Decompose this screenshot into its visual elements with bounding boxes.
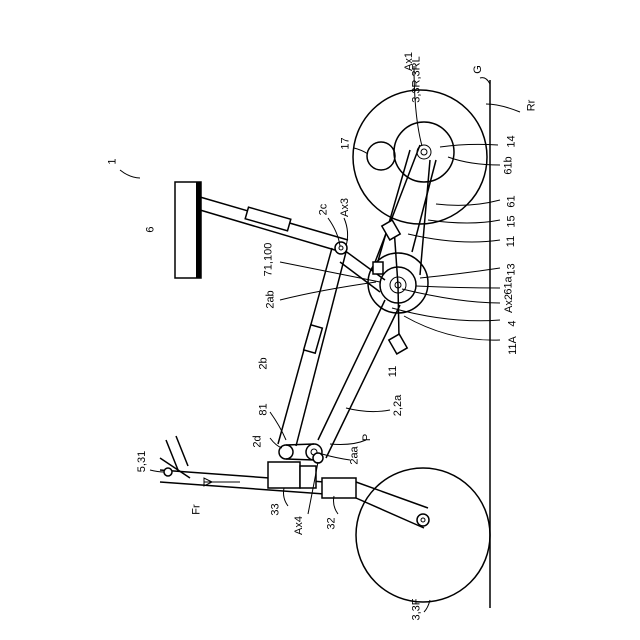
- label-2aa: 2aa: [350, 446, 361, 464]
- joint-ax4: [313, 453, 323, 463]
- label-11b: 11: [388, 366, 399, 377]
- label-3f: 3,3F: [412, 598, 423, 620]
- leader-61b: [448, 157, 500, 165]
- front-wheel: [356, 468, 490, 602]
- label-2d: 2d: [253, 435, 264, 447]
- label-61a: 61a: [504, 276, 515, 294]
- joint-2d: [279, 445, 293, 459]
- label-ax1b: 3,3R,3RL: [412, 56, 423, 102]
- label-81: 81: [259, 403, 270, 415]
- label-15: 15: [507, 215, 518, 227]
- label-33: 33: [271, 503, 282, 515]
- label-13: 13: [507, 263, 518, 275]
- leader-2ab: [280, 282, 376, 300]
- leader-rr: [486, 104, 520, 112]
- label-14: 14: [507, 135, 518, 147]
- leader-15: [428, 220, 500, 223]
- label-fr: Fr: [192, 504, 203, 514]
- fork-32: [322, 478, 356, 498]
- front-axle: [417, 514, 429, 526]
- handlebar-pivot: [164, 468, 172, 476]
- label-ax3: Ax3: [340, 198, 351, 217]
- pedal-arm-lower: [398, 285, 399, 338]
- head-link-b: [286, 459, 314, 460]
- bracket-4: [373, 262, 383, 274]
- label-11A: 11A: [508, 336, 519, 355]
- leader-13: [420, 268, 500, 278]
- rear-axle: [421, 149, 427, 155]
- label-6: 6: [146, 226, 157, 232]
- leader-ax3: [344, 218, 348, 246]
- label-71: 71,100: [263, 243, 274, 277]
- label-rr: Rr: [526, 100, 537, 112]
- label-61: 61: [507, 195, 518, 207]
- seat-post-clamp: [245, 207, 291, 231]
- disk-17: [367, 142, 395, 170]
- head-link-a: [286, 444, 314, 445]
- label-17: 17: [341, 137, 352, 149]
- label-2b: 2b: [259, 357, 270, 369]
- rear-arm-lower: [412, 160, 436, 252]
- label-11a: 11: [506, 236, 517, 247]
- leader-4: [392, 308, 500, 321]
- label-531: 5,31: [137, 451, 148, 472]
- label-4: 4: [508, 320, 519, 326]
- saddle-base: [196, 182, 201, 278]
- leader-61a: [416, 286, 500, 288]
- head-block-33: [268, 462, 300, 488]
- leader-ax2: [402, 289, 500, 303]
- leader-g: [480, 78, 490, 84]
- leader-2c: [328, 218, 340, 246]
- leader-2_2a: [346, 408, 390, 412]
- label-2ab: 2ab: [266, 290, 277, 308]
- leader-2d: [270, 438, 282, 448]
- label-ax4: Ax4: [294, 516, 305, 535]
- label-2c: 2c: [318, 204, 329, 216]
- leader-17: [354, 148, 368, 154]
- leader-11: [408, 234, 500, 242]
- label-61b: 61b: [504, 156, 515, 174]
- pivot-ax3: [335, 242, 347, 254]
- label-ax2: Ax2: [504, 294, 515, 313]
- fork-leg-a: [356, 482, 428, 508]
- top-tube-clamp: [304, 325, 323, 353]
- label-fig: 1: [108, 158, 119, 164]
- label-2-2a: 2,2a: [393, 395, 404, 416]
- label-p: P: [362, 434, 373, 441]
- pedal-lower: [389, 334, 407, 354]
- rear-wheel: [353, 90, 487, 224]
- label-g: G: [473, 65, 484, 74]
- handlebar-b: [176, 436, 188, 466]
- rear-arm-upper: [376, 150, 410, 268]
- leader-fig: [120, 170, 140, 178]
- label-32: 32: [327, 517, 338, 529]
